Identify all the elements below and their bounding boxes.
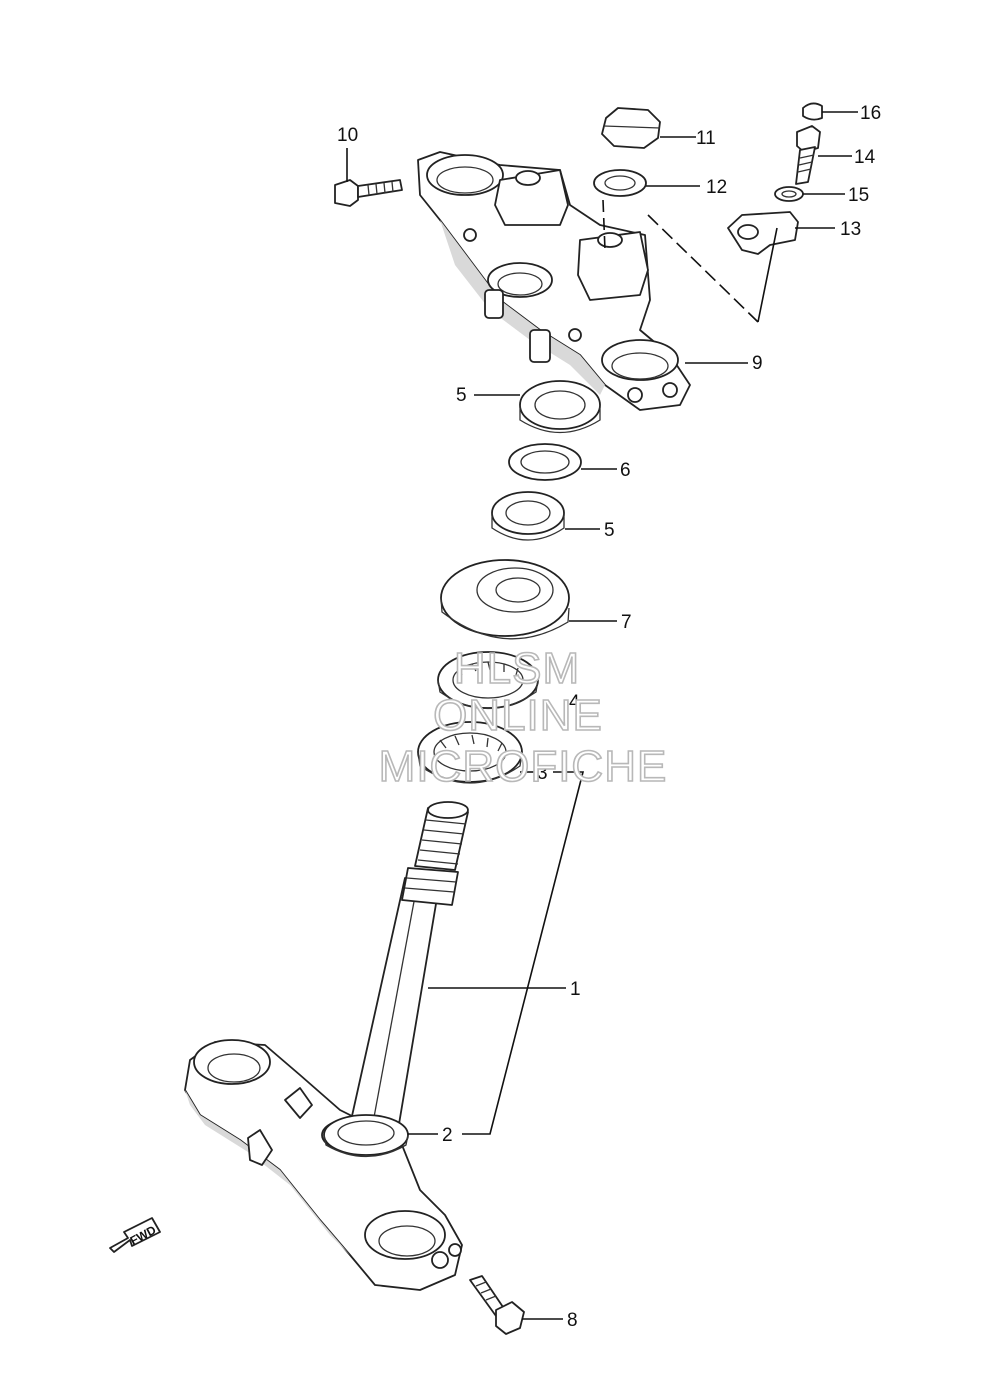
label-3: 3 xyxy=(537,763,548,784)
label-11: 11 xyxy=(696,128,716,149)
label-9: 9 xyxy=(752,353,763,374)
watermark-line-2: ONLINE xyxy=(433,691,603,740)
nut-5-lower xyxy=(491,491,565,541)
label-8: 8 xyxy=(567,1310,578,1331)
label-12: 12 xyxy=(706,177,727,198)
forward-arrow: FWD xyxy=(109,1217,161,1253)
watermark-line-3: MICROFICHE xyxy=(379,742,668,791)
label-13: 13 xyxy=(840,219,861,240)
cap-16 xyxy=(802,102,823,121)
steering-stem-1 xyxy=(184,801,469,1291)
label-4: 4 xyxy=(569,692,580,713)
part-labels: 10 11 12 16 14 15 13 9 5 6 5 7 4 3 1 2 8 xyxy=(337,103,881,1331)
bearing-4 xyxy=(437,651,539,710)
bolt-10 xyxy=(334,179,403,207)
label-5-upper: 5 xyxy=(456,385,467,406)
bolt-8 xyxy=(469,1275,525,1335)
label-7: 7 xyxy=(621,612,632,633)
upper-bracket xyxy=(417,151,691,411)
seal-2 xyxy=(323,1114,409,1158)
label-10: 10 xyxy=(337,125,358,146)
washer-15 xyxy=(774,186,804,202)
label-1: 1 xyxy=(570,979,581,1000)
label-6: 6 xyxy=(620,460,631,481)
washer-6 xyxy=(508,443,582,481)
nut-11 xyxy=(601,107,661,149)
label-15: 15 xyxy=(848,185,869,206)
label-2: 2 xyxy=(442,1125,453,1146)
leader-lines xyxy=(346,111,858,1320)
label-14: 14 xyxy=(854,147,876,168)
bolt-14 xyxy=(795,125,821,185)
watermark-line-1: HLSM xyxy=(454,644,580,693)
label-16: 16 xyxy=(860,103,881,124)
dust-seal-7 xyxy=(440,559,570,640)
watermark: HLSM ONLINE MICROFICHE xyxy=(378,643,668,792)
holder-13 xyxy=(727,211,799,255)
washer-12 xyxy=(593,169,647,197)
bearing-3 xyxy=(417,721,523,784)
nut-5-upper xyxy=(519,380,601,434)
label-5-lower: 5 xyxy=(604,520,615,541)
